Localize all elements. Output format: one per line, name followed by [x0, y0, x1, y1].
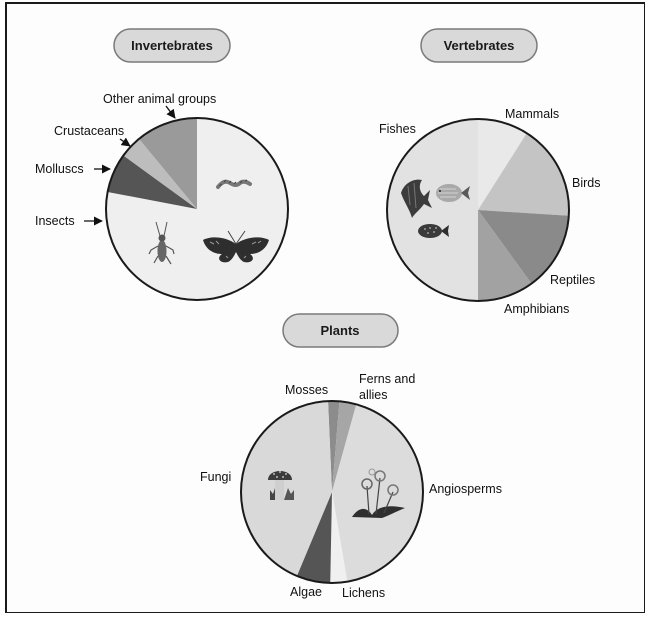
pie-outline: [240, 400, 424, 584]
pie-slice-crustaceans: [123, 138, 197, 209]
label-lichens: Lichens: [342, 586, 385, 600]
invertebrates-title-pill: Invertebrates: [113, 28, 231, 63]
pie-slice-ferns-and-allies: [332, 401, 357, 492]
invertebrates-title: Invertebrates: [131, 38, 213, 53]
caterpillar-icon: [216, 179, 252, 189]
mushroom-icon: [268, 471, 294, 500]
pie-slice-other-animal-groups: [138, 118, 197, 209]
label-ferns-line1: Ferns and: [359, 372, 415, 386]
vertebrates-title: Vertebrates: [444, 38, 515, 53]
label-other-animal-groups: Other animal groups: [103, 92, 216, 106]
label-crustaceans: Crustaceans: [54, 124, 124, 138]
label-mammals: Mammals: [505, 107, 559, 121]
label-fishes: Fishes: [379, 122, 416, 136]
spotted-fish-icon: [418, 224, 449, 238]
label-reptiles: Reptiles: [550, 273, 595, 287]
invertebrates-pie: [105, 117, 289, 301]
pie-slice-mammals: [478, 119, 527, 210]
pie-slice-amphibians: [478, 210, 532, 301]
label-insects: Insects: [35, 214, 75, 228]
label-algae: Algae: [290, 585, 322, 599]
vertebrates-pie: [386, 118, 570, 302]
pie-slice-angiosperms: [332, 404, 424, 582]
arrow-other: [165, 105, 176, 119]
pie-slice-molluscs: [107, 155, 197, 209]
flower-icon: [352, 468, 405, 518]
pie-outline: [386, 118, 570, 302]
pie-slice-algae: [296, 492, 332, 583]
label-molluscs: Molluscs: [35, 162, 84, 176]
label-mosses: Mosses: [285, 383, 328, 397]
label-amphibians: Amphibians: [504, 302, 569, 316]
pill-background: [420, 28, 538, 63]
pill-background: [113, 28, 231, 63]
pie-slice-fishes: [387, 119, 478, 301]
butterfly-icon: [203, 230, 269, 263]
angelfish-icon: [401, 179, 432, 218]
label-ferns-line2: allies: [359, 388, 388, 402]
arrow-crustaceans: [119, 137, 131, 147]
pie-slice-mosses: [328, 401, 340, 492]
label-angiosperms: Angiosperms: [429, 482, 502, 496]
label-fungi: Fungi: [200, 470, 231, 484]
plants-title-pill: Plants: [282, 313, 399, 348]
pie-outline: [105, 117, 289, 301]
pie-slice-fungi: [241, 401, 332, 576]
pie-slice-birds: [478, 133, 569, 216]
striped-fish-icon: [436, 184, 470, 202]
pill-background: [282, 313, 399, 348]
pie-slice-reptiles: [478, 210, 569, 284]
cricket-icon: [148, 221, 175, 265]
vertebrates-title-pill: Vertebrates: [420, 28, 538, 63]
plants-title: Plants: [320, 323, 359, 338]
plants-pie: [240, 400, 424, 584]
pie-slice-lichens: [330, 492, 348, 583]
label-birds: Birds: [572, 176, 600, 190]
